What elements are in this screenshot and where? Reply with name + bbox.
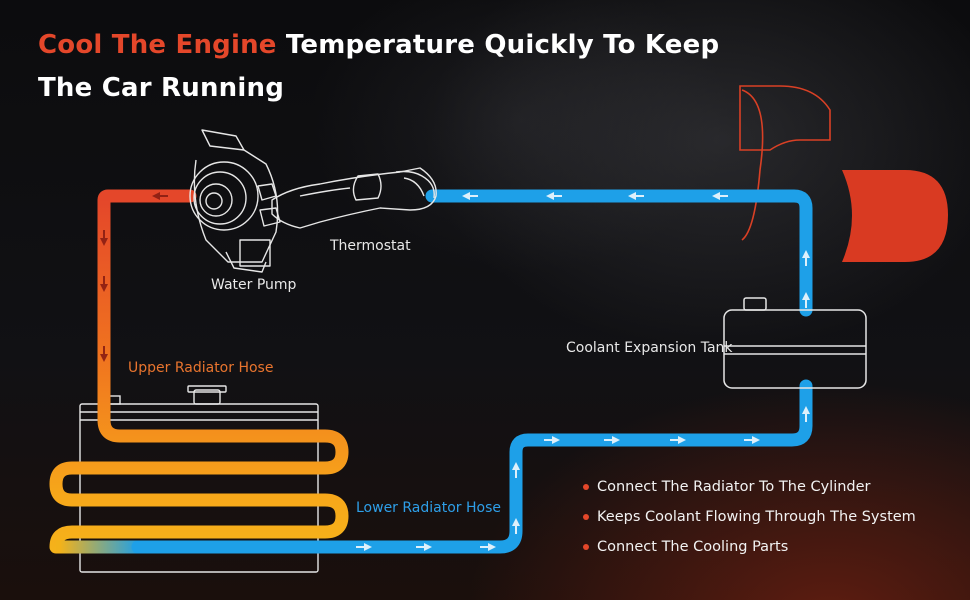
- flow-arrow-icon: [100, 192, 168, 362]
- thermostat-icon: [271, 167, 437, 229]
- return-hose: [425, 189, 813, 317]
- upper-hose-label: Upper Radiator Hose: [128, 360, 274, 376]
- feature-item: Keeps Coolant Flowing Through The System: [583, 507, 916, 537]
- feature-item: Connect The Cooling Parts: [583, 537, 916, 567]
- headline-line-1: Cool The Engine Temperature Quickly To K…: [38, 30, 719, 60]
- lower-hose-label: Lower Radiator Hose: [356, 500, 502, 516]
- feature-item: Connect The Radiator To The Cylinder: [583, 477, 916, 507]
- flow-arrow-icon: [356, 192, 810, 551]
- headline-line-2: The Car Running: [38, 73, 285, 103]
- thermostat-label: Thermostat: [330, 238, 411, 254]
- coolant-tank-label: Coolant Expansion Tank: [566, 340, 733, 356]
- engine-icon: [739, 85, 948, 262]
- headline-rest: Temperature Quickly To Keep: [276, 30, 720, 60]
- coolant-tank-icon: [723, 297, 867, 389]
- lower-radiator-hose: [56, 379, 813, 554]
- upper-radiator-hose: [49, 189, 349, 554]
- water-pump-icon: [189, 129, 281, 273]
- headline-accent: Cool The Engine: [38, 30, 277, 60]
- feature-list: Connect The Radiator To The Cylinder Kee…: [583, 477, 916, 567]
- water-pump-label: Water Pump: [211, 277, 297, 293]
